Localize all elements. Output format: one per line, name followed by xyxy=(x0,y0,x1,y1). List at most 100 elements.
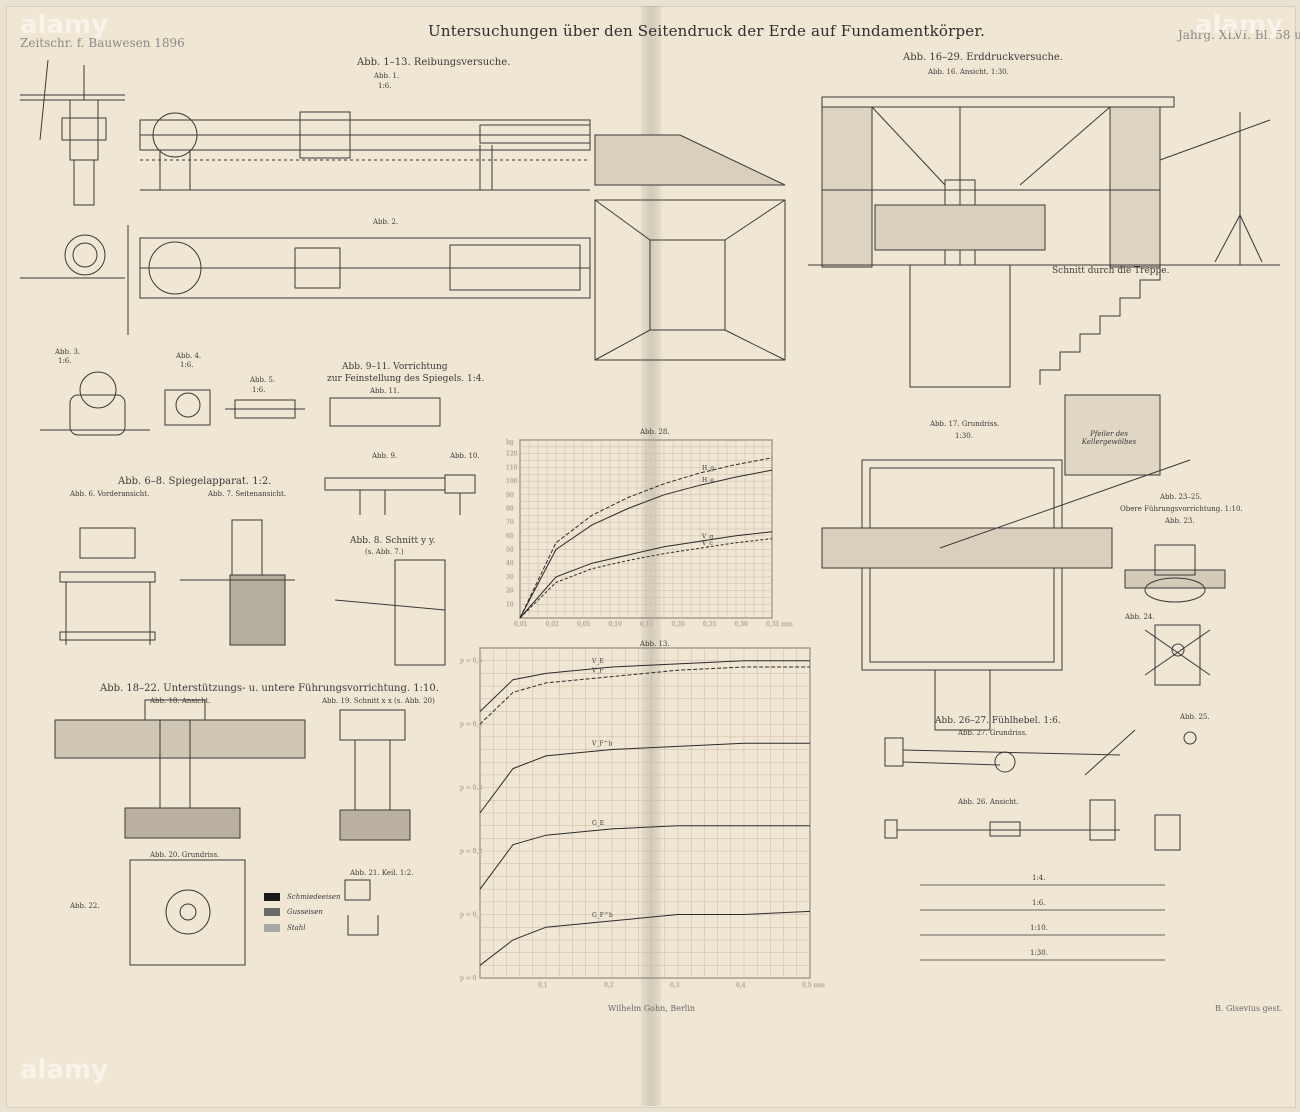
series-line-H_g xyxy=(519,457,773,619)
caption-abb5-scale: 1:6. xyxy=(252,386,266,394)
engraver-credit: B. Gisevius gest. xyxy=(1215,1004,1283,1013)
caption-abb19: Abb. 19. Schnitt x x (s. Abb. 20) xyxy=(322,697,435,705)
abb16-right-pier xyxy=(1109,106,1161,268)
plate-title: Untersuchungen über den Seitendruck der … xyxy=(428,22,986,40)
caption-abb21: Abb. 21. Keil. 1:2. xyxy=(350,869,414,877)
caption-abb24: Abb. 24. xyxy=(1125,613,1155,621)
y-tick-label: p = 0,3 xyxy=(460,785,482,792)
caption-abb4-scale: 1:6. xyxy=(180,361,194,369)
series-label-V_F^b: V_F^b xyxy=(591,741,613,748)
caption-abb9: Abb. 9. xyxy=(372,452,398,460)
chart-28-lines: H_gH_eV_gV_c xyxy=(519,457,773,619)
caption-abb17-scale: 1:30. xyxy=(955,432,973,440)
watermark: alamy xyxy=(20,1055,109,1085)
series-line-V_F^b xyxy=(479,742,810,814)
series-label-G_E: G_E xyxy=(592,820,604,827)
scale-label-1-4: 1:4. xyxy=(1032,874,1046,882)
caption-abb23: Abb. 23. xyxy=(1165,517,1195,525)
abb1-valve-body xyxy=(69,99,99,161)
x-tick-label: 0,05 xyxy=(577,621,591,628)
scale-label-1-10: 1:10. xyxy=(1030,924,1048,932)
caption-abb10: Abb. 10. xyxy=(450,452,480,460)
caption-abb26-27: Abb. 26–27. Fühlhebel. 1:6. xyxy=(935,716,1061,726)
x-tick-label: 0,35 mm xyxy=(766,621,793,628)
series-label-V_g: V_g xyxy=(701,533,713,540)
caption-abb3: Abb. 3. xyxy=(55,348,81,356)
x-tick-label: 0,02 xyxy=(546,621,560,628)
series-label-V_F: V_F xyxy=(591,668,604,675)
caption-abb26: Abb. 26. Ansicht. xyxy=(958,798,1019,806)
y-tick-label: 40 xyxy=(506,560,514,567)
caption-abb20: Abb. 20. Grundriss. xyxy=(150,851,220,859)
y-tick-label: p = 0,4 xyxy=(460,721,482,728)
caption-abb3-scale: 1:6. xyxy=(58,357,72,365)
series-line-V_g xyxy=(519,531,773,619)
legend-swatch-schmiedeeisen xyxy=(264,893,280,901)
series-line-V_F xyxy=(479,666,810,725)
y-tick-label: 80 xyxy=(506,505,514,512)
abb16-top-beam xyxy=(821,96,1175,108)
caption-abb9-11-sub: zur Feinstellung des Spiegels. 1:4. xyxy=(327,374,485,384)
series-line-V_c xyxy=(519,538,773,619)
x-tick-label: 0,15 xyxy=(640,621,654,628)
printer-credit: Wilhelm Gohn, Berlin xyxy=(608,1004,696,1013)
x-tick-label: 0,25 xyxy=(703,621,717,628)
caption-abb6-8: Abb. 6–8. Spiegelapparat. 1:2. xyxy=(118,476,272,487)
series-line-V_E xyxy=(479,660,810,712)
y-tick-label: 120 xyxy=(506,451,518,458)
abb16-left-pier xyxy=(821,106,873,268)
x-tick-label: 0,30 xyxy=(735,621,749,628)
y-tick-label: 10 xyxy=(506,601,514,608)
y-tick-label: 30 xyxy=(506,574,514,581)
y-tick-label: 100 xyxy=(506,478,518,485)
y-tick-label: p = 0,1 xyxy=(460,912,482,919)
y-axis-label: kg xyxy=(506,439,514,446)
y-tick-label: 110 xyxy=(506,464,518,471)
legend-swatch-gusseisen xyxy=(264,908,280,916)
y-tick-label: 90 xyxy=(506,492,514,499)
caption-abb4: Abb. 4. xyxy=(176,352,202,360)
caption-abb8: Abb. 8. Schnitt y y. xyxy=(350,536,436,546)
legend-label-stahl: Stahl xyxy=(287,924,306,932)
caption-abb27: Abb. 27. Grundriss. xyxy=(958,729,1028,737)
caption-pfeiler: Pfeiler des Kellergewölbes xyxy=(1081,430,1137,446)
caption-abb25: Abb. 25. xyxy=(1180,713,1210,721)
caption-abb23-25-sub: Obere Führungsvorrichtung. 1:10. xyxy=(1120,505,1243,513)
series-label-H_e: H_e xyxy=(702,477,714,484)
caption-abb11: Abb. 11. xyxy=(370,387,400,395)
series-line-H_e xyxy=(519,469,773,619)
legend-swatch-stahl xyxy=(264,924,280,932)
series-label-H_g: H_g xyxy=(702,465,714,472)
caption-abb28: Abb. 28. xyxy=(640,428,670,436)
caption-abb17: Abb. 17. Grundriss. xyxy=(930,420,1000,428)
legend-label-schmiedeeisen: Schmiedeeisen xyxy=(287,893,341,901)
watermark: alamy xyxy=(20,10,109,40)
series-label-V_c: V_c xyxy=(701,540,713,547)
y-tick-label: p = 0,5 xyxy=(460,658,482,665)
scale-label-1-6: 1:6. xyxy=(1032,899,1046,907)
caption-abb9-11: Abb. 9–11. Vorrichtung xyxy=(342,362,448,372)
caption-abb1-13: Abb. 1–13. Reibungsversuche. xyxy=(357,57,511,68)
series-label-V_E: V_E xyxy=(591,658,604,665)
y-tick-label: 20 xyxy=(506,588,514,595)
chart-13-lines: V_EV_FV_F^bG_EG_F^b xyxy=(479,658,811,966)
series-line-G_F^b xyxy=(479,910,811,966)
caption-abb7: Abb. 7. Seitenansicht. xyxy=(208,490,286,498)
caption-abb1-scale: 1:6. xyxy=(378,82,392,90)
caption-abb18-22: Abb. 18–22. Unterstützungs- u. untere Fü… xyxy=(100,683,439,694)
x-tick-label: 0,1 xyxy=(538,982,548,989)
caption-abb16-29: Abb. 16–29. Erddruckversuche. xyxy=(903,52,1064,63)
scale-label-1-30: 1:30. xyxy=(1030,949,1048,957)
watermark: alamy xyxy=(1195,10,1284,40)
chart-13-grid: p = 0,5p = 0,4p = 0,3p = 0,2p = 0,1p = 0… xyxy=(460,647,825,989)
caption-abb5: Abb. 5. xyxy=(250,376,276,384)
journal-reference: Zeitschr. f. Bauwesen 1896 xyxy=(20,36,185,50)
caption-abb2: Abb. 2. xyxy=(373,218,399,226)
x-tick-label: 0,5 mm xyxy=(802,982,825,989)
y-tick-label: 60 xyxy=(506,533,514,540)
x-tick-label: 0,3 xyxy=(670,982,680,989)
earth-box xyxy=(594,199,786,361)
y-tick-label: 50 xyxy=(506,547,514,554)
